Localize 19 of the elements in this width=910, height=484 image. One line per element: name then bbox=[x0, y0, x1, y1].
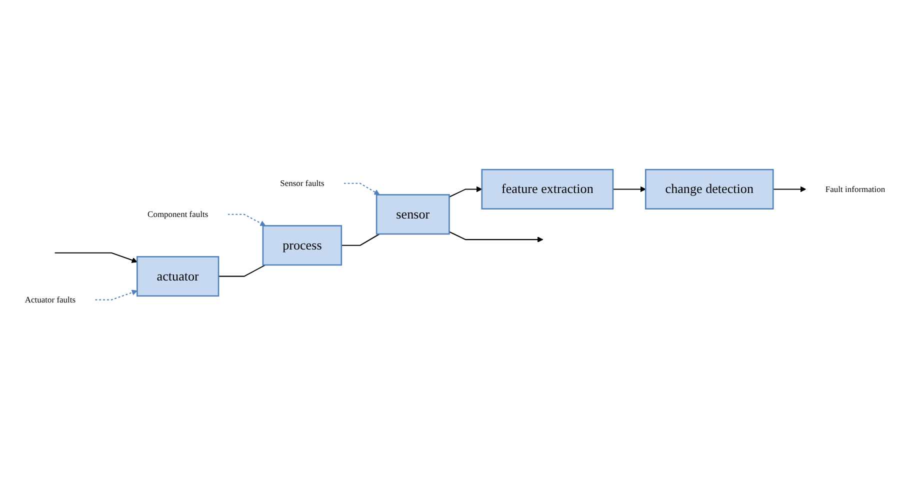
node-text: Fault information bbox=[825, 184, 886, 194]
connector bbox=[218, 264, 266, 278]
node-box: change detection bbox=[645, 169, 774, 210]
connector bbox=[341, 234, 380, 246]
arrow bbox=[95, 290, 138, 301]
node-text: Sensor faults bbox=[280, 178, 324, 189]
arrow bbox=[612, 186, 646, 192]
node-box: feature extraction bbox=[481, 169, 614, 210]
node-box: sensor bbox=[376, 194, 450, 236]
node-text: Component faults bbox=[148, 210, 208, 220]
arrow bbox=[773, 186, 806, 192]
arrow bbox=[448, 232, 544, 243]
arrow bbox=[54, 252, 138, 264]
node-box: process bbox=[262, 225, 342, 266]
arrow bbox=[228, 214, 266, 226]
arrow bbox=[449, 186, 482, 198]
arrow bbox=[344, 183, 380, 196]
node-box: actuator bbox=[136, 256, 220, 297]
node-text: Actuator faults bbox=[24, 295, 76, 305]
